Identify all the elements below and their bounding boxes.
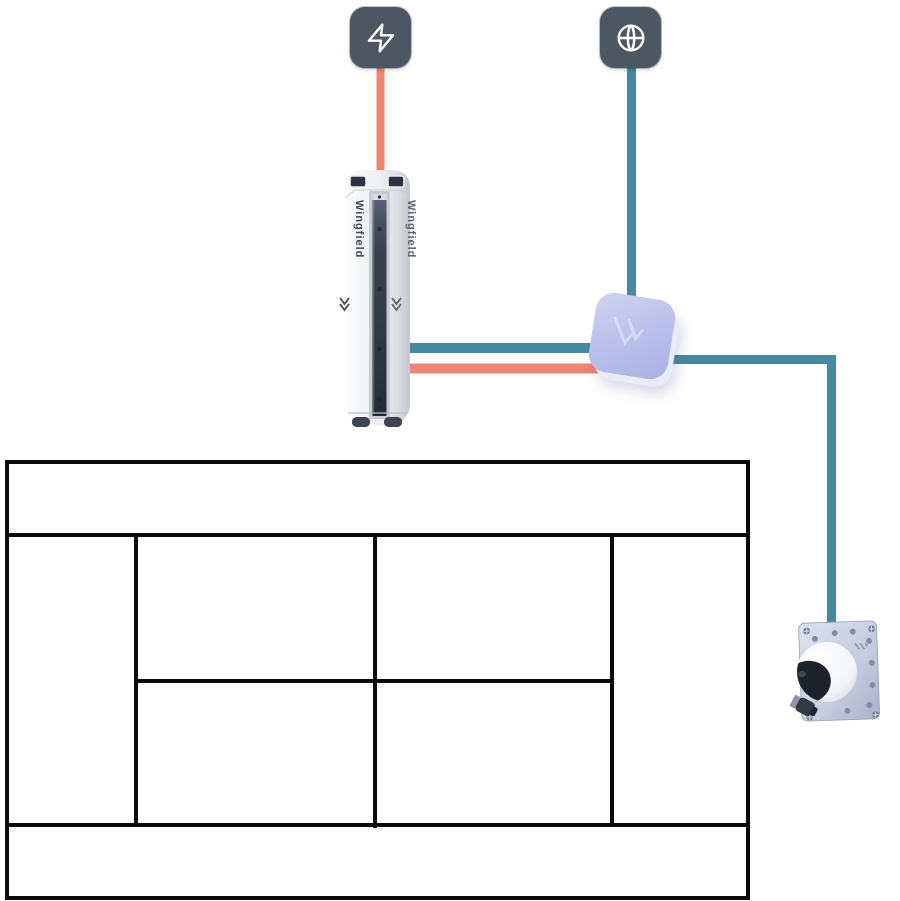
antenna-box-front-face (586, 290, 678, 382)
court-doubles-boundary (5, 460, 750, 900)
camera-lens (797, 660, 831, 702)
internet-source-node (600, 7, 661, 68)
camera-connector (789, 694, 818, 717)
plate-screw-slots (803, 625, 879, 721)
plate-brand-chevron-icon (854, 642, 868, 650)
tower-brand-label-right: Wingfield (405, 200, 417, 258)
tower-top-seam (344, 189, 410, 199)
tower-brand-label-left: Wingfield (353, 200, 365, 258)
power-source-node (350, 7, 411, 68)
cable-antenna-to-camera (650, 355, 836, 632)
tower-device: Wingfield Wingfield (339, 170, 417, 427)
tower-lens-dots (377, 226, 382, 402)
tower-foot-left (352, 417, 370, 427)
tower-cap-dot (377, 195, 382, 199)
tower-brand-chevron-right-icon (391, 297, 402, 312)
tower-sensor-bar (372, 194, 387, 416)
tower-camera-window-right (387, 175, 405, 188)
antenna-box-device (586, 290, 682, 390)
tower-brand-chevron-left-icon (339, 297, 350, 312)
camera-device (789, 620, 880, 722)
antenna-brand-chevron-icon (613, 316, 645, 346)
tower-foot-right (384, 417, 402, 427)
zap-icon (367, 22, 394, 53)
globe-icon (617, 23, 644, 52)
tower-camera-window-left (349, 175, 367, 188)
